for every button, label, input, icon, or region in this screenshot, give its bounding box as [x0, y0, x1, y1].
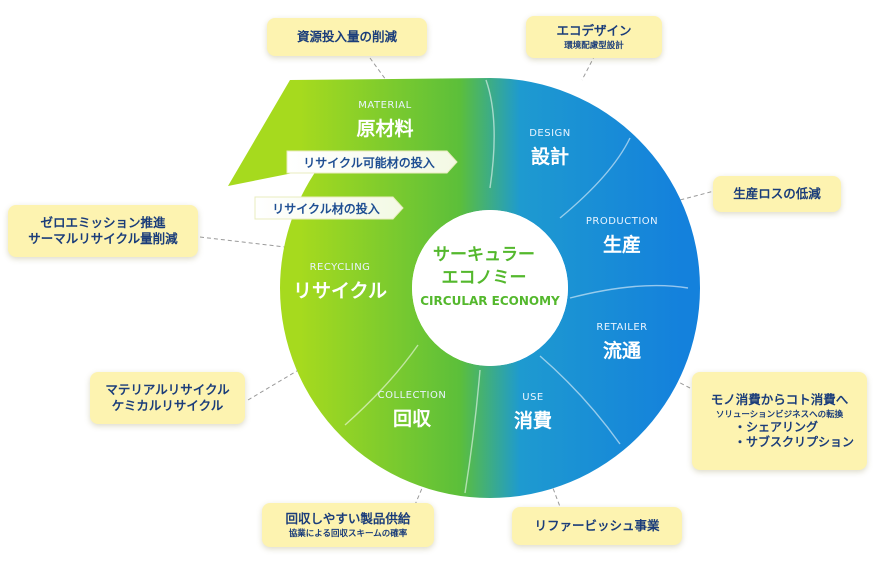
segment-recycling-jp: リサイクル [293, 280, 387, 302]
segment-design-en: DESIGN [529, 128, 571, 139]
segment-collection-jp: 回収 [393, 408, 432, 430]
segment-production-en: PRODUCTION [586, 216, 658, 227]
callout-collection-easy: 回収しやすい製品供給 協業による回収スキームの確率 [262, 503, 434, 547]
segment-recycling-en: RECYCLING [310, 262, 371, 273]
callout-refurbish: リファービッシュ事業 [512, 507, 682, 545]
segment-material-en: MATERIAL [358, 100, 411, 111]
cycle-ring [228, 78, 700, 498]
callout-servitization: モノ消費からコト消費へ ソリューションビジネスへの転換 ・シェアリング ・サブス… [692, 372, 867, 470]
callout-zero-emission-line2: サーマルリサイクル量削減 [28, 231, 178, 246]
callout-ecodesign: エコデザイン 環境配慮型設計 [526, 16, 662, 58]
recyclable-input-tag [286, 150, 458, 174]
recyclable-input-label: リサイクル可能材の投入 [303, 155, 434, 170]
callout-collection-easy-sub: 協業による回収スキームの確率 [288, 528, 408, 539]
callout-production-loss-text: 生産ロスの低減 [733, 186, 821, 202]
callout-resource-reduction-text: 資源投入量の削減 [296, 29, 397, 45]
recycled-input-label: リサイクル材の投入 [272, 201, 379, 216]
segment-design-jp: 設計 [531, 145, 569, 168]
callout-material-recycle-line2: ケミカルリサイクル [111, 398, 224, 413]
callout-resource-reduction: 資源投入量の削減 [267, 18, 427, 56]
segment-dividers [344, 79, 689, 494]
callout-zero-emission-line1: ゼロエミッション推進 [40, 215, 166, 231]
center-title-line1: サーキュラー [433, 245, 535, 265]
callout-servitization-title: モノ消費からコト消費へ [710, 391, 849, 407]
segment-retailer-en: RETAILER [596, 322, 647, 333]
recycled-input-tag [254, 196, 404, 220]
callout-material-recycle: マテリアルリサイクル ケミカルリサイクル [90, 372, 245, 424]
center-circle [412, 210, 568, 366]
center-title-english: CIRCULAR ECONOMY [420, 294, 560, 308]
callout-zero-emission: ゼロエミッション推進 サーマルリサイクル量削減 [8, 205, 198, 257]
callout-servitization-sub: ソリューションビジネスへの転換 [715, 409, 844, 420]
segment-collection-en: COLLECTION [378, 390, 447, 401]
callout-servitization-bullet-subscription: ・サブスクリプション [734, 435, 855, 450]
callout-ecodesign-sub: 環境配慮型設計 [564, 40, 624, 51]
callout-production-loss: 生産ロスの低減 [713, 176, 841, 212]
segment-retailer-jp: 流通 [603, 339, 642, 362]
center-title-line2: エコノミー [442, 268, 527, 288]
callout-refurbish-text: リファービッシュ事業 [534, 518, 660, 534]
segment-production-jp: 生産 [603, 233, 641, 256]
segment-use-en: USE [522, 392, 544, 403]
segment-material-jp: 原材料 [356, 117, 413, 140]
callout-material-recycle-line1: マテリアルリサイクル [105, 382, 230, 398]
callout-servitization-bullet-sharing: ・シェアリング [734, 420, 819, 435]
segment-use-jp: 消費 [514, 409, 552, 432]
callout-collection-easy-title: 回収しやすい製品供給 [285, 510, 411, 526]
callout-ecodesign-title: エコデザイン [556, 22, 632, 38]
